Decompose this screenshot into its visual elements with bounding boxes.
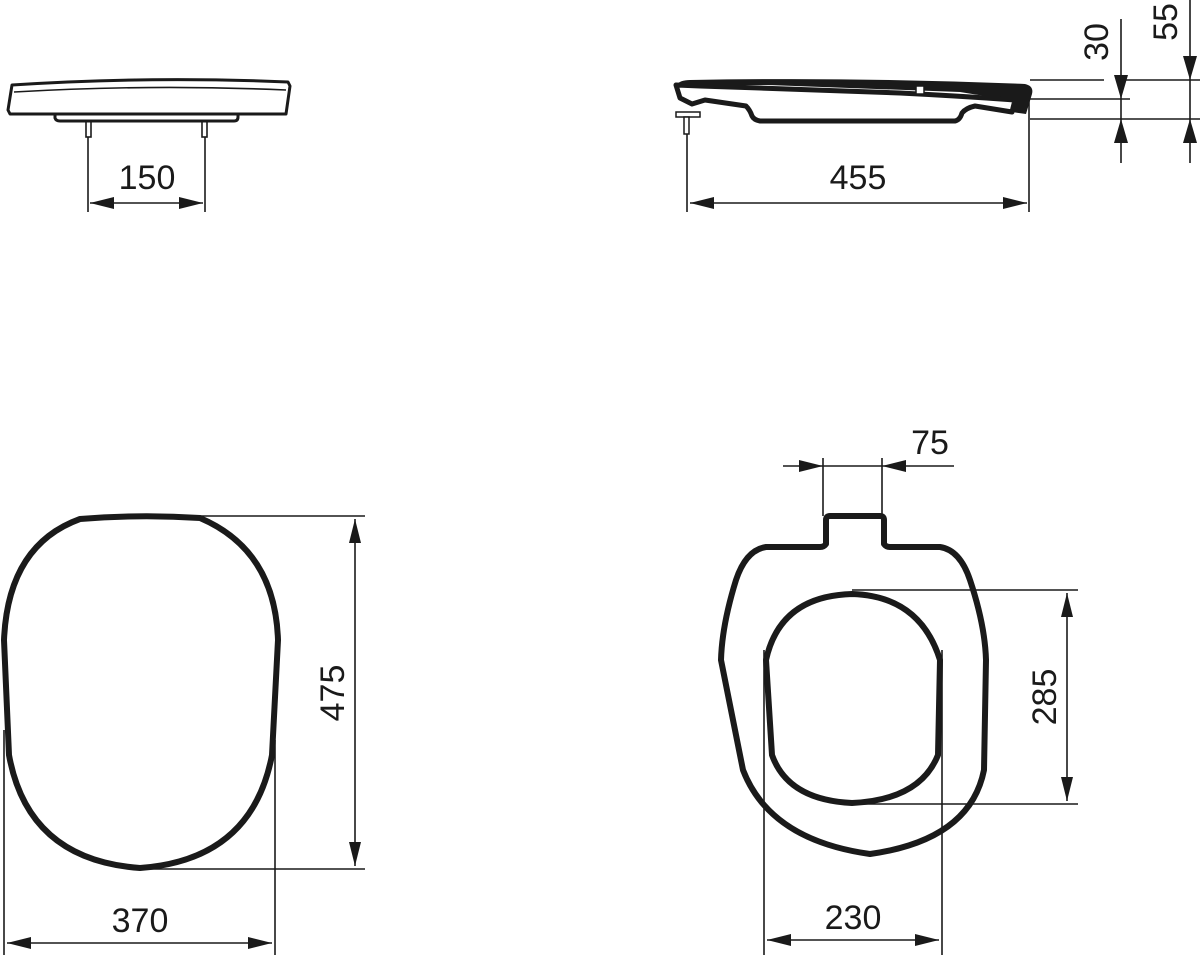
arrow-icon [799, 460, 823, 472]
hinge-pin-right [201, 120, 208, 138]
arrow-icon [349, 519, 361, 543]
dim-hinge-spacing: 150 [119, 159, 176, 197]
arrow-icon [1003, 197, 1027, 209]
arrow-icon [1114, 75, 1128, 99]
arrow-icon [90, 197, 114, 209]
dim-total-height: 55 [1147, 3, 1185, 41]
arrow-icon [1061, 777, 1073, 801]
seat-profile [673, 82, 1018, 124]
arrow-icon [1061, 593, 1073, 617]
arrow-icon [1183, 119, 1197, 143]
lid-outline [6, 78, 292, 116]
arrow-icon [349, 842, 361, 866]
arrow-icon [882, 460, 906, 472]
arrow-icon [915, 934, 939, 946]
dim-opening-width: 230 [825, 899, 882, 937]
hinge-bolt [683, 116, 690, 135]
dim-length: 455 [830, 159, 887, 197]
arrow-icon [690, 197, 714, 209]
arrow-icon [7, 937, 31, 949]
buffer [915, 85, 925, 95]
arrow-icon [179, 197, 203, 209]
dim-lid-width: 370 [112, 902, 169, 940]
lid-top-view: 475 370 [1, 513, 365, 955]
dim-hinge-width: 75 [911, 424, 949, 462]
lid-outline [1, 513, 281, 871]
dim-lid-thickness: 30 [1078, 23, 1116, 61]
lid-profile [676, 79, 1033, 114]
hinge-pin-left [85, 120, 92, 138]
dim-opening-length: 285 [1026, 669, 1064, 726]
arrow-icon [1114, 119, 1128, 143]
seat-ring-top-view: 75 285 230 [718, 424, 1078, 955]
dim-lid-length: 475 [314, 665, 352, 722]
seat-base [53, 114, 240, 123]
arrow-icon [1183, 56, 1197, 80]
seat-ring-outer [718, 513, 989, 857]
front-side-view: 150 [6, 78, 292, 212]
seat-ring-opening [763, 591, 943, 806]
side-profile-view: 455 30 55 [673, 0, 1200, 212]
lid-top-edge [13, 86, 287, 93]
arrow-icon [767, 934, 791, 946]
arrow-icon [248, 937, 272, 949]
